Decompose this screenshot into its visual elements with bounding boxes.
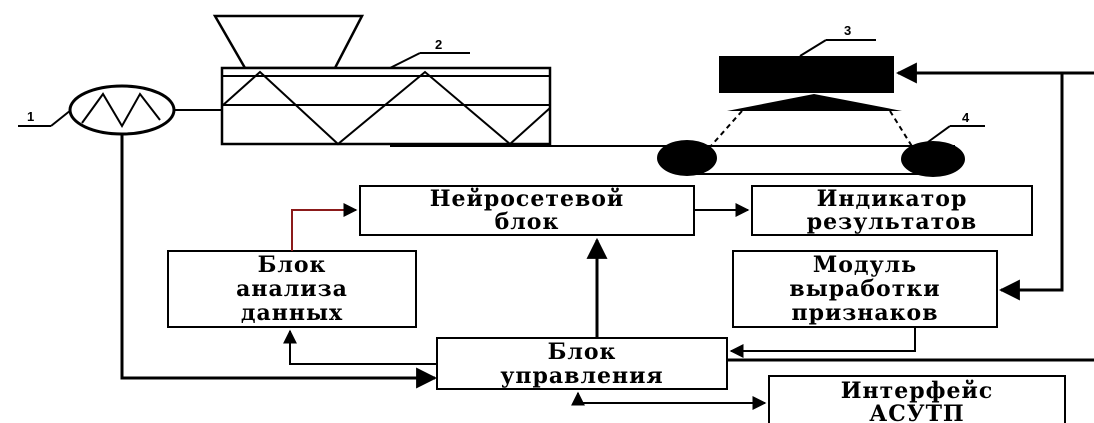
features-line2: выработки — [789, 276, 940, 302]
pump-number: 1 — [27, 109, 34, 124]
pump-leader-line — [50, 109, 72, 127]
pump-zigzag — [81, 92, 161, 128]
pump-unit: 1 — [18, 84, 176, 136]
camera-lens — [727, 94, 902, 111]
link-pump-to-control — [120, 134, 438, 389]
analysis-line2: анализа — [236, 276, 348, 302]
link-control-interface-bidirectional — [571, 391, 767, 410]
neural-line2: блок — [495, 209, 560, 235]
analysis-line1: Блок — [258, 252, 327, 278]
block-apcs-interface: Интерфейс АСУТП — [768, 375, 1066, 423]
analysis-line3: данных — [241, 300, 343, 326]
hopper — [212, 14, 365, 70]
camera-body — [719, 56, 894, 93]
link-control-to-analysis — [283, 329, 437, 365]
camera-number: 3 — [844, 23, 851, 38]
feeder-leader-line — [389, 52, 421, 69]
link-analysis-to-neural — [291, 203, 358, 251]
block-feature-extraction: Модуль выработки признаков — [732, 250, 998, 328]
conveyor-number: 4 — [962, 110, 970, 125]
conveyor-roller-right — [901, 141, 965, 177]
camera-leader-line — [799, 39, 827, 57]
control-line1: Блок — [548, 339, 617, 365]
block-neural-network: Нейросетевой блок — [359, 185, 695, 236]
conveyor-unit: 4 — [390, 110, 985, 177]
block-results-indicator: Индикатор результатов — [751, 185, 1033, 236]
camera-unit: 3 — [701, 23, 919, 157]
neural-line1: Нейросетевой — [430, 186, 624, 212]
features-line3: признаков — [791, 300, 938, 326]
features-line1: Модуль — [813, 252, 917, 278]
link-camera-to-features — [998, 72, 1064, 301]
control-line2: управления — [500, 363, 663, 389]
block-data-analysis: Блок анализа данных — [167, 250, 417, 328]
link-features-to-control — [729, 327, 916, 358]
interface-line1: Интерфейс — [841, 378, 993, 404]
indicator-line2: результатов — [807, 209, 977, 235]
camera-view-left — [701, 110, 743, 157]
screw-feeder-unit: 2 — [212, 14, 552, 146]
conveyor-roller-left — [657, 140, 717, 176]
block-control: Блок управления — [436, 337, 728, 390]
conveyor-leader-line — [927, 125, 951, 143]
indicator-line1: Индикатор — [817, 186, 968, 212]
interface-line2: АСУТП — [869, 401, 964, 423]
feeder-screw — [221, 70, 551, 146]
feeder-number: 2 — [435, 37, 442, 52]
